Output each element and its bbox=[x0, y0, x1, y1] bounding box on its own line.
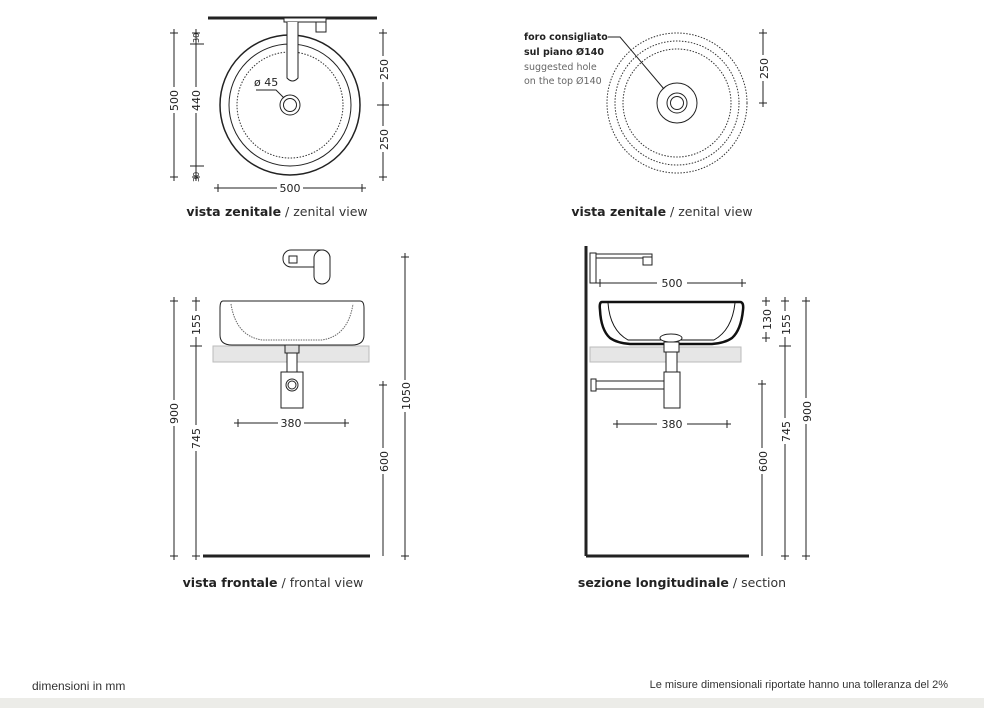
drain-outer bbox=[279, 94, 301, 116]
faucet-handle bbox=[315, 21, 327, 33]
dim-500-section: 500 bbox=[662, 277, 683, 290]
note-it-line-1: foro consigliato bbox=[524, 32, 608, 43]
faucet-spout bbox=[286, 22, 299, 82]
frontal-view: 900 155 745 1050 600 380 vista frontale … bbox=[168, 249, 413, 590]
caption-zenital-view-1: vista zenitale / zenital view bbox=[186, 204, 367, 219]
drain-leader bbox=[256, 89, 285, 99]
dim-30-bottom: 30 bbox=[192, 172, 201, 182]
dim-30-top: 30 bbox=[192, 33, 201, 43]
hole-leader bbox=[608, 36, 665, 90]
dim-250-bottom: 250 bbox=[378, 129, 391, 150]
dim-600-section: 600 bbox=[757, 451, 770, 472]
basin-front bbox=[219, 300, 365, 346]
dim-155: 155 bbox=[190, 314, 203, 335]
zenital-view-suggested-hole: foro consigliato sul piano Ø140 suggeste… bbox=[524, 29, 771, 219]
dim-380: 380 bbox=[281, 417, 302, 430]
dim-130: 130 bbox=[761, 309, 774, 330]
note-en-line-2: on the top Ø140 bbox=[524, 76, 602, 87]
drain-inner bbox=[283, 98, 297, 112]
section-view: 500 380 130 155 745 900 600 bbox=[578, 246, 814, 590]
dim-745: 745 bbox=[190, 428, 203, 449]
dim-250-radius: 250 bbox=[758, 58, 771, 79]
note-it-line-2: sul piano Ø140 bbox=[524, 47, 604, 58]
dim-500-horizontal: 500 bbox=[280, 182, 301, 195]
dim-745-section: 745 bbox=[780, 421, 793, 442]
caption-frontal-view: vista frontale / frontal view bbox=[183, 575, 364, 590]
dim-380-section: 380 bbox=[662, 418, 683, 431]
dim-155-section: 155 bbox=[780, 314, 793, 335]
note-en-line-1: suggested hole bbox=[524, 62, 597, 73]
drain-pipe bbox=[286, 352, 298, 373]
footer-tolerance-note: Le misure dimensionali riportate hanno u… bbox=[649, 679, 948, 691]
dim-500-vertical: 500 bbox=[168, 90, 181, 111]
wall-drain-pipe bbox=[595, 380, 665, 390]
bottom-strip bbox=[0, 698, 984, 708]
dim-250-top: 250 bbox=[378, 59, 391, 80]
faucet-spout bbox=[595, 253, 653, 259]
drain-diameter-label: ø 45 bbox=[254, 76, 278, 89]
caption-section-view: sezione longitudinale / section bbox=[578, 575, 786, 590]
dim-900: 900 bbox=[168, 403, 181, 424]
dim-440: 440 bbox=[190, 90, 203, 111]
caption-zenital-view-2: vista zenitale / zenital view bbox=[571, 204, 752, 219]
footer-units-note: dimensioni in mm bbox=[32, 679, 126, 693]
faucet-lever bbox=[313, 249, 331, 285]
dim-600: 600 bbox=[378, 451, 391, 472]
basin-section bbox=[598, 300, 745, 346]
basin-outer-dotted bbox=[606, 32, 748, 174]
drain-pipe-section bbox=[665, 351, 678, 373]
zenital-view-with-faucet: ø 45 500 440 30 30 250 250 500 vista zen… bbox=[168, 16, 391, 219]
siphon-section bbox=[663, 371, 681, 409]
siphon-trap bbox=[280, 371, 304, 409]
dim-1050: 1050 bbox=[400, 382, 413, 410]
suggested-hole-circle bbox=[656, 82, 698, 124]
dim-900-section: 900 bbox=[801, 401, 814, 422]
faucet-plate bbox=[283, 17, 327, 23]
